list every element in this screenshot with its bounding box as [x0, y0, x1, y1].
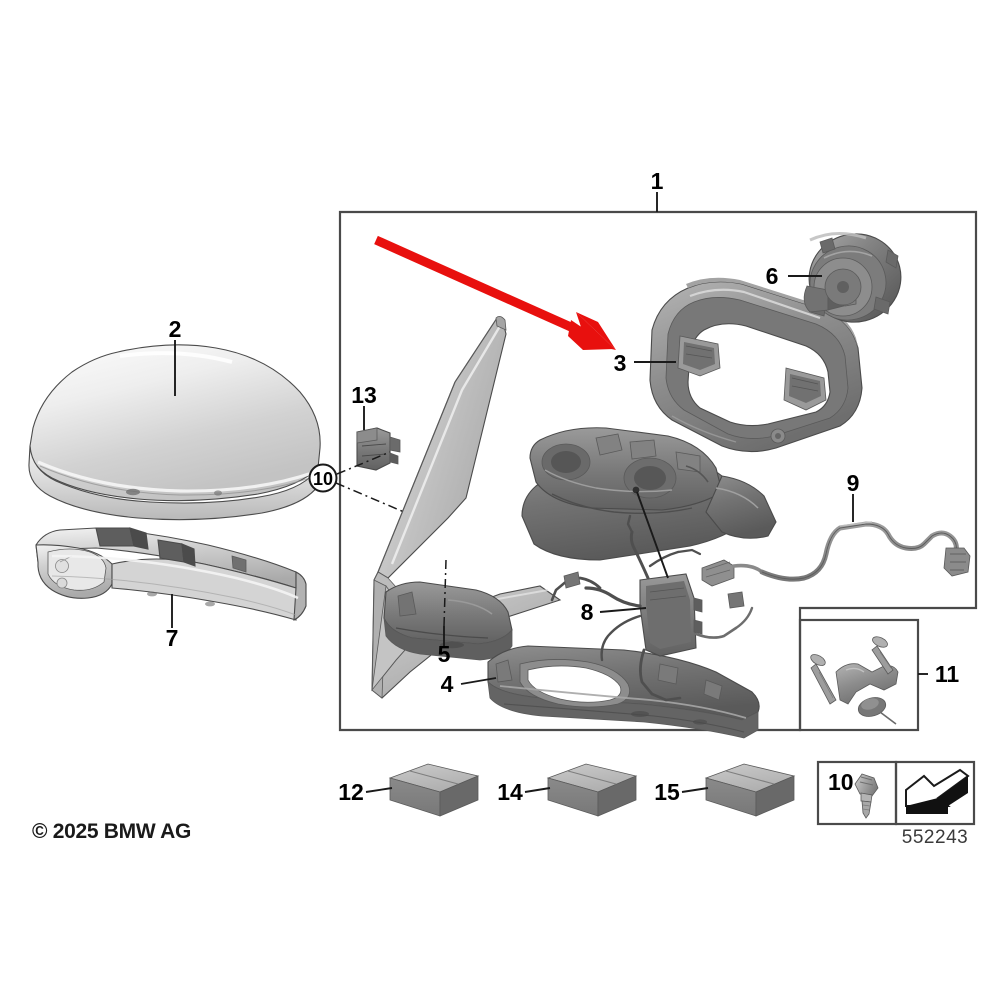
part-connecting-cable	[759, 521, 971, 582]
hex-head-screw-icon	[854, 773, 879, 819]
copyright-notice: © 2025 BMW AG	[32, 820, 191, 843]
callout-15: 15	[654, 779, 680, 805]
part-mirror-motor	[803, 232, 902, 323]
part-lower-mirror-housing	[487, 645, 760, 739]
direction-arrow-icon	[905, 768, 970, 814]
callout-7: 7	[166, 625, 179, 651]
part-turn-signal-strip	[35, 527, 307, 621]
legend-screw-number: 10	[828, 769, 854, 795]
package-box-12	[388, 763, 480, 817]
callout-4: 4	[441, 671, 454, 697]
part-mirror-base-assembly	[521, 427, 777, 561]
callout-11: 11	[935, 661, 960, 687]
callout-9: 9	[847, 470, 860, 496]
leader-lines	[171, 192, 928, 793]
callout-6: 6	[766, 263, 779, 289]
callout-8: 8	[581, 599, 594, 625]
package-box-15	[704, 763, 796, 817]
part-mirror-frame-bezel	[649, 277, 863, 453]
repair-kit-frame	[798, 618, 920, 732]
part-connector-clip	[356, 427, 401, 471]
callout-13: 13	[351, 382, 377, 408]
callout-14: 14	[497, 779, 523, 805]
callout-1: 1	[651, 168, 664, 194]
part-mirror-base-cover	[383, 581, 513, 661]
diagram-id: 552243	[902, 827, 968, 848]
callout-10: 10	[313, 469, 333, 489]
part-repair-kit-contents	[810, 636, 899, 725]
red-annotation-arrow	[374, 235, 616, 350]
callout-12: 12	[338, 779, 364, 805]
callout-2: 2	[169, 316, 182, 342]
callout-3: 3	[614, 350, 627, 376]
legend-panel	[816, 760, 976, 826]
main-assembly-frame	[338, 210, 978, 732]
part-wiring-harness-module	[550, 514, 764, 702]
part-mirror-cover-cap	[28, 344, 321, 521]
package-box-14	[546, 763, 638, 817]
callout-5: 5	[438, 641, 451, 667]
callout-labels: 1 2 3 4 5 6 7 8 9 10 11 12 13 14 15 10	[166, 168, 960, 805]
